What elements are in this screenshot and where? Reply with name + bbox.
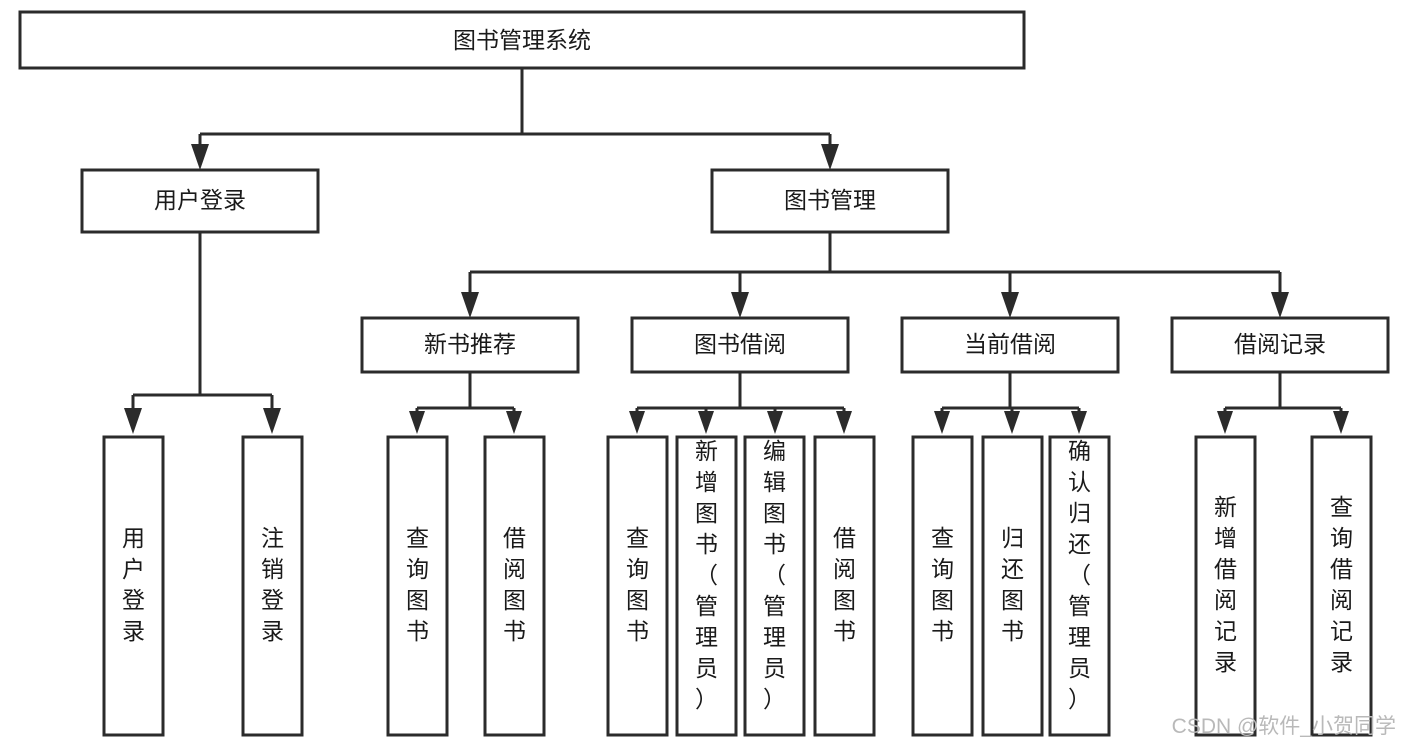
node-leaf-query-record[interactable]: 查询借阅记录 bbox=[1310, 435, 1373, 737]
arrow-head-book-management bbox=[821, 144, 839, 170]
arrow-head-user-login bbox=[191, 144, 209, 170]
arrow-head-leaf-query-book-2 bbox=[629, 411, 645, 434]
node-leaf-logout-box[interactable] bbox=[241, 435, 304, 737]
arrow-head-leaf-borrow-book-2 bbox=[836, 411, 852, 434]
node-leaf-query-book-1[interactable]: 查询图书 bbox=[386, 435, 449, 737]
node-user-login-label: 用户登录 bbox=[154, 187, 246, 213]
arrow-head-new-book-recommend bbox=[461, 292, 479, 318]
node-leaf-borrow-book-1[interactable]: 借阅图书 bbox=[483, 435, 546, 737]
node-leaf-add-record[interactable]: 新增借阅记录 bbox=[1194, 435, 1257, 737]
node-leaf-user-login[interactable]: 用户登录 bbox=[102, 435, 165, 737]
arrow-head-leaf-query-book-1 bbox=[409, 411, 425, 434]
watermark-label: CSDN @软件_小贺同学 bbox=[1172, 715, 1396, 738]
connector-layer bbox=[124, 68, 1349, 434]
node-leaf-user-login-box[interactable] bbox=[102, 435, 165, 737]
node-leaf-query-book-2-box[interactable] bbox=[606, 435, 669, 737]
node-book-management-label: 图书管理 bbox=[784, 187, 876, 213]
node-leaf-add-record-label: 新增借阅记录 bbox=[1214, 494, 1237, 675]
node-borrow-record-box[interactable] bbox=[1170, 316, 1390, 374]
arrow-head-current-borrow bbox=[1001, 292, 1019, 318]
node-leaf-borrow-book-2[interactable]: 借阅图书 bbox=[813, 435, 876, 737]
node-leaf-query-book-3[interactable]: 查询图书 bbox=[911, 435, 974, 737]
arrow-head-borrow-record bbox=[1271, 292, 1289, 318]
arrow-head-leaf-user-login bbox=[124, 408, 142, 434]
node-leaf-return-book-label: 归还图书 bbox=[1001, 525, 1024, 644]
node-current-borrow-box[interactable] bbox=[900, 316, 1120, 374]
node-user-login-box[interactable] bbox=[80, 168, 320, 234]
node-root[interactable]: 图书管理系统 bbox=[18, 10, 1026, 70]
node-leaf-edit-book-box[interactable] bbox=[743, 435, 806, 737]
arrow-head-leaf-add-book bbox=[698, 411, 714, 434]
node-user-login[interactable]: 用户登录 bbox=[80, 168, 320, 234]
node-leaf-borrow-book-2-label: 借阅图书 bbox=[833, 525, 856, 644]
node-leaf-borrow-book-1-label: 借阅图书 bbox=[503, 525, 526, 644]
node-leaf-user-login-label: 用户登录 bbox=[122, 525, 145, 644]
node-root-label: 图书管理系统 bbox=[453, 27, 591, 53]
node-root-box[interactable] bbox=[18, 10, 1026, 70]
node-book-management-box[interactable] bbox=[710, 168, 950, 234]
node-current-borrow[interactable]: 当前借阅 bbox=[900, 316, 1120, 374]
node-book-borrow-label: 图书借阅 bbox=[694, 331, 786, 357]
node-leaf-add-book-box[interactable] bbox=[675, 435, 738, 737]
node-borrow-record[interactable]: 借阅记录 bbox=[1170, 316, 1390, 374]
node-book-borrow-box[interactable] bbox=[630, 316, 850, 374]
arrow-head-leaf-borrow-book-1 bbox=[506, 411, 522, 434]
node-leaf-query-book-2[interactable]: 查询图书 bbox=[606, 435, 669, 737]
node-leaf-borrow-book-1-box[interactable] bbox=[483, 435, 546, 737]
node-leaf-return-book-box[interactable] bbox=[981, 435, 1044, 737]
node-leaf-confirm-return[interactable]: 确认归还（管理员） bbox=[1048, 435, 1111, 737]
node-new-book-recommend[interactable]: 新书推荐 bbox=[360, 316, 580, 374]
node-new-book-recommend-label: 新书推荐 bbox=[424, 331, 516, 357]
node-leaf-confirm-return-box[interactable] bbox=[1048, 435, 1111, 737]
node-leaf-query-book-3-label: 查询图书 bbox=[931, 525, 954, 644]
node-book-management[interactable]: 图书管理 bbox=[710, 168, 950, 234]
node-layer: 图书管理系统 用户登录 图书管理 新书推荐 图书借阅 当前 bbox=[18, 10, 1390, 737]
leaf-node-layer: 用户登录 注销登录 查询图书 借阅图书 查询图书 新增图书（管理员） 编辑图书（管理员） 借阅… bbox=[102, 435, 1373, 737]
arrow-head-leaf-return-book bbox=[1004, 411, 1020, 434]
node-leaf-query-record-label: 查询借阅记录 bbox=[1330, 494, 1353, 675]
node-leaf-query-book-1-box[interactable] bbox=[386, 435, 449, 737]
node-current-borrow-label: 当前借阅 bbox=[964, 331, 1056, 357]
node-borrow-record-label: 借阅记录 bbox=[1234, 331, 1326, 357]
arrow-head-leaf-add-record bbox=[1217, 411, 1233, 434]
arrow-head-book-borrow bbox=[731, 292, 749, 318]
node-leaf-query-book-3-box[interactable] bbox=[911, 435, 974, 737]
node-leaf-edit-book-label: 编辑图书（管理员） bbox=[763, 438, 786, 712]
arrow-head-leaf-query-book-3 bbox=[934, 411, 950, 434]
arrow-head-leaf-logout bbox=[263, 408, 281, 434]
node-leaf-add-book-label: 新增图书（管理员） bbox=[695, 438, 718, 712]
node-leaf-query-book-2-label: 查询图书 bbox=[626, 525, 649, 644]
node-new-book-recommend-box[interactable] bbox=[360, 316, 580, 374]
node-leaf-confirm-return-label: 确认归还（管理员） bbox=[1068, 438, 1091, 712]
node-leaf-add-book[interactable]: 新增图书（管理员） bbox=[675, 435, 738, 737]
node-leaf-edit-book[interactable]: 编辑图书（管理员） bbox=[743, 435, 806, 737]
arrow-head-leaf-edit-book bbox=[767, 411, 783, 434]
node-book-borrow[interactable]: 图书借阅 bbox=[630, 316, 850, 374]
arrow-head-leaf-confirm-return bbox=[1071, 411, 1087, 434]
node-leaf-logout[interactable]: 注销登录 bbox=[241, 435, 304, 737]
arrow-head-leaf-query-record bbox=[1333, 411, 1349, 434]
node-leaf-logout-label: 注销登录 bbox=[261, 525, 284, 644]
node-leaf-query-record-box[interactable] bbox=[1310, 435, 1373, 737]
node-leaf-borrow-book-2-box[interactable] bbox=[813, 435, 876, 737]
node-leaf-return-book[interactable]: 归还图书 bbox=[981, 435, 1044, 737]
node-leaf-query-book-1-label: 查询图书 bbox=[406, 525, 429, 644]
node-leaf-add-record-box[interactable] bbox=[1194, 435, 1257, 737]
